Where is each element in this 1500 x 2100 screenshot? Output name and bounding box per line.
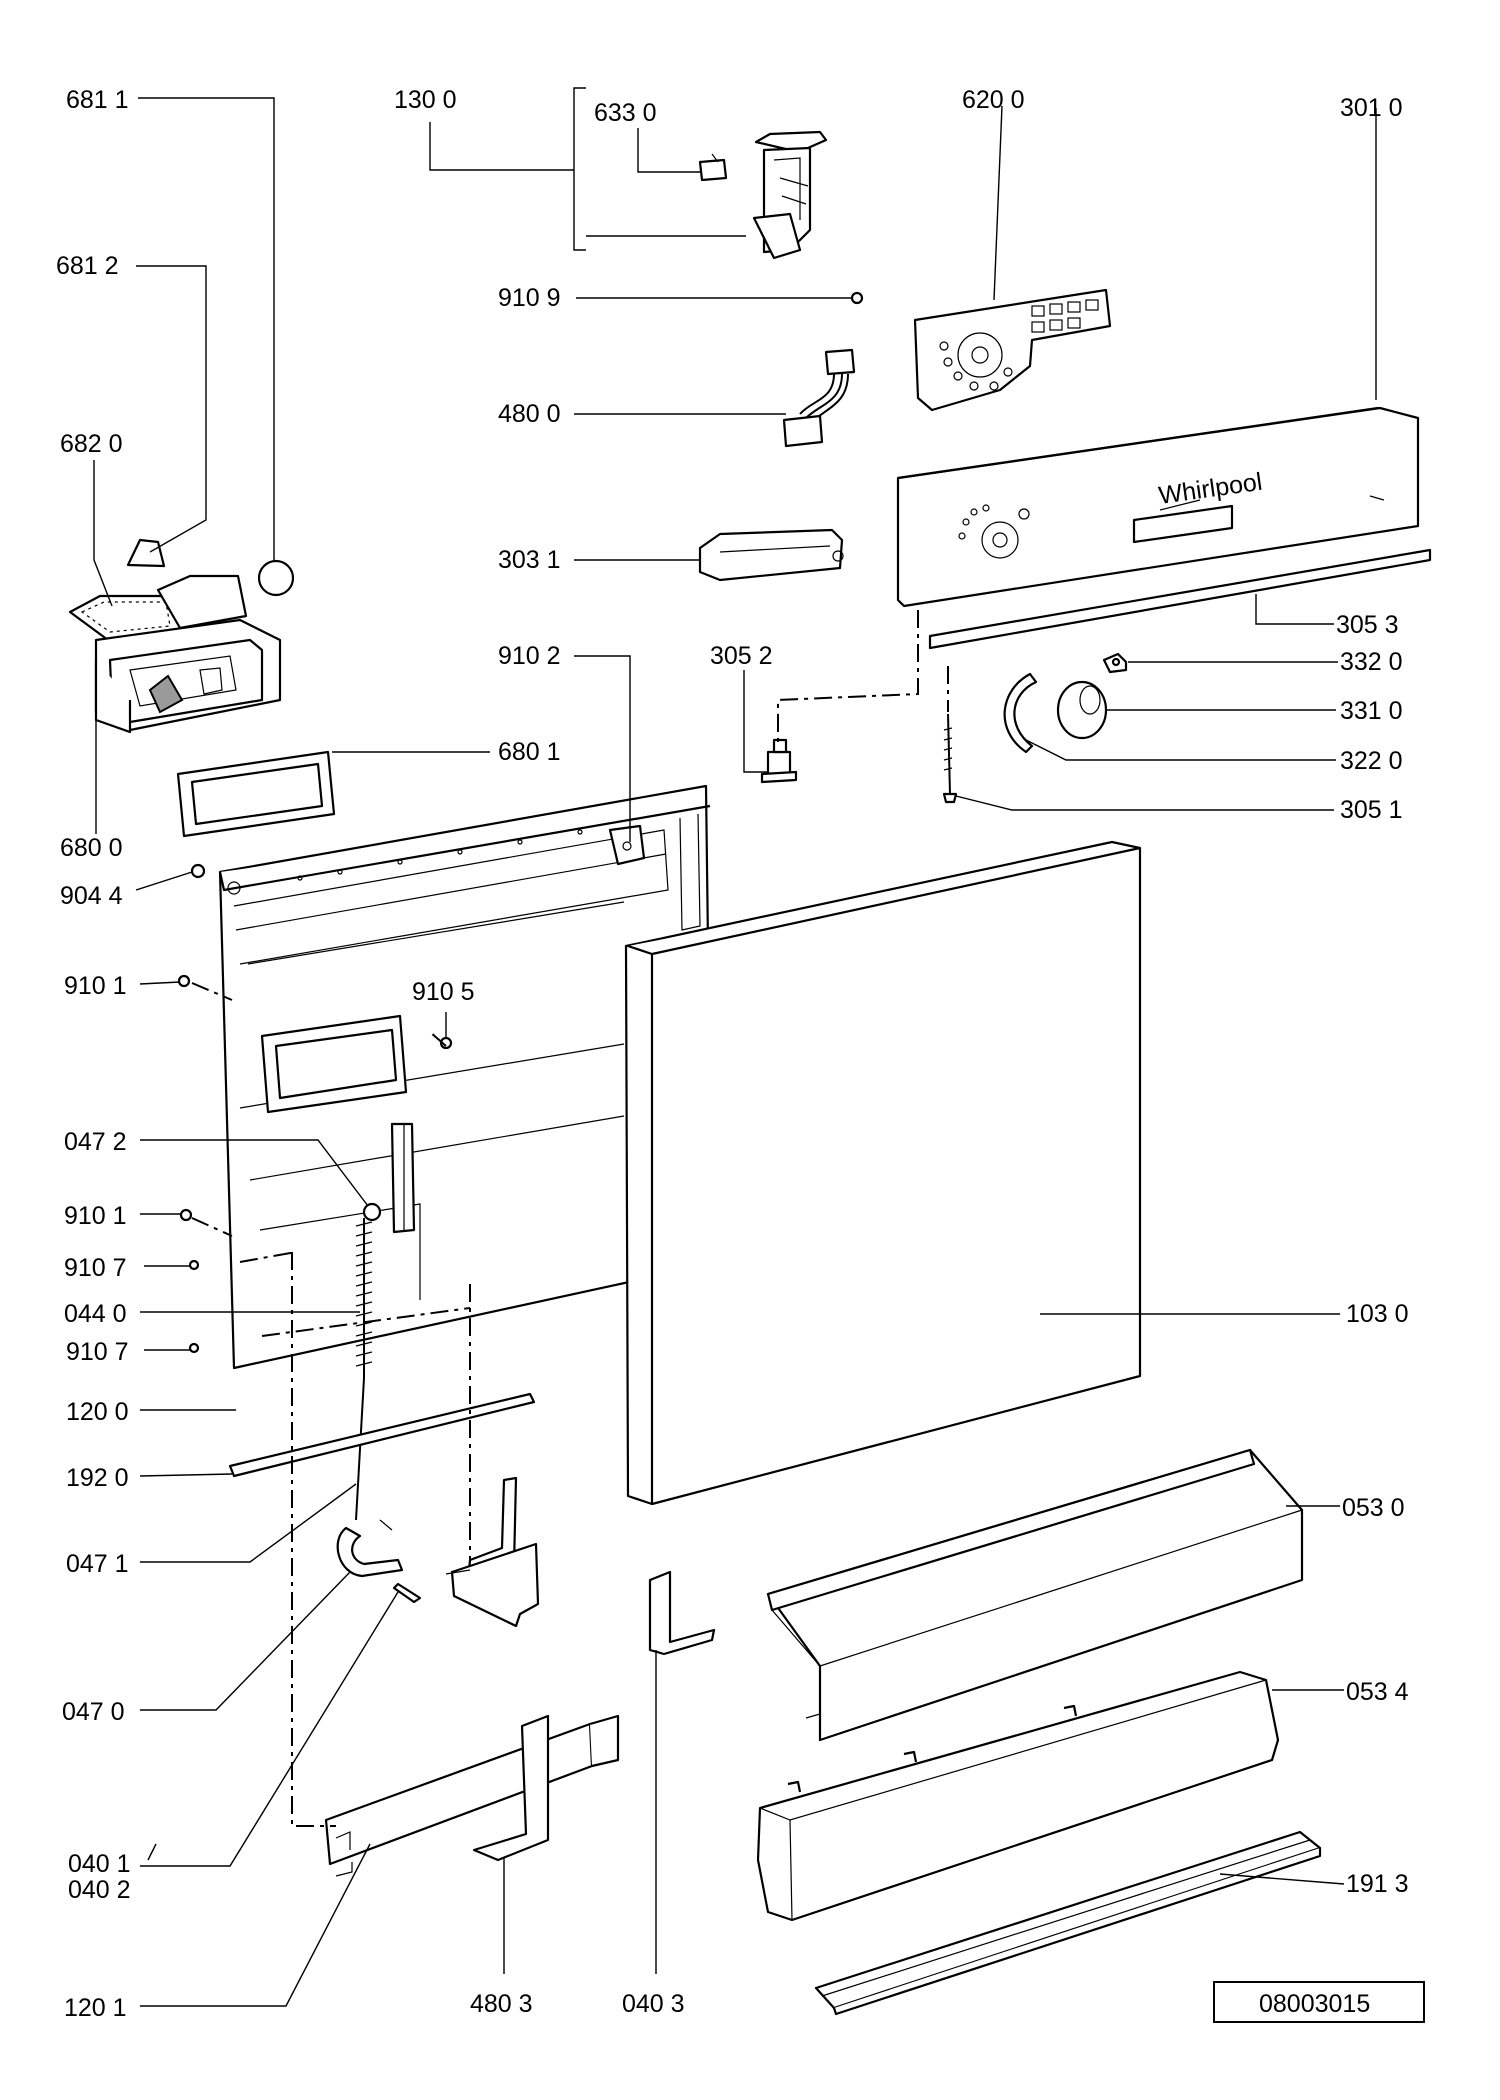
part-322-0-ring bbox=[1003, 672, 1038, 754]
drawing-number: 08003015 bbox=[1259, 1990, 1370, 2018]
callout-120-0: 120 0 bbox=[66, 1398, 129, 1426]
part-040-1-hinge-plate bbox=[445, 1476, 540, 1628]
part-681-1-plug bbox=[257, 559, 295, 597]
assembly-guide-lines bbox=[191, 610, 949, 1827]
leader-lines bbox=[93, 87, 1377, 2007]
callout-305-2: 305 2 bbox=[710, 642, 773, 670]
callout-633-0: 633 0 bbox=[594, 99, 657, 127]
callout-040-1: 040 1 bbox=[68, 1850, 131, 1878]
callout-305-3: 305 3 bbox=[1336, 611, 1399, 639]
callout-681-1: 681 1 bbox=[66, 86, 129, 114]
callout-910-1-lower: 910 1 bbox=[64, 1202, 127, 1230]
drawing-number-box: 08003015 bbox=[1213, 1981, 1425, 2023]
callout-910-2: 910 2 bbox=[498, 642, 561, 670]
part-191-3-bottom-strip bbox=[814, 1830, 1322, 2016]
screw-910-7a bbox=[188, 1259, 200, 1271]
callout-680-1: 680 1 bbox=[498, 738, 561, 766]
callout-620-0: 620 0 bbox=[962, 86, 1025, 114]
part-047-0-hook bbox=[336, 1519, 422, 1604]
part-305-1-screw bbox=[942, 713, 958, 804]
callout-labels: 681 1 130 0 633 0 620 0 301 0 681 2 910 … bbox=[56, 86, 1409, 2022]
part-681-2-cap bbox=[126, 538, 166, 568]
callout-103-0: 103 0 bbox=[1346, 1300, 1409, 1328]
callout-047-2: 047 2 bbox=[64, 1128, 127, 1156]
callout-053-4: 053 4 bbox=[1346, 1678, 1409, 1706]
callout-303-1: 303 1 bbox=[498, 546, 561, 574]
screw-910-1b bbox=[179, 1208, 193, 1222]
callout-130-0: 130 0 bbox=[394, 86, 457, 114]
part-040-3-bracket bbox=[648, 1570, 716, 1656]
callout-480-3: 480 3 bbox=[470, 1990, 533, 2018]
callout-680-0: 680 0 bbox=[60, 834, 123, 862]
callout-910-7-lower: 910 7 bbox=[66, 1338, 129, 1366]
part-910-9-screw bbox=[850, 291, 864, 305]
part-480-0-wire-harness bbox=[782, 348, 856, 448]
callout-044-0: 044 0 bbox=[64, 1300, 127, 1328]
callout-047-1: 047 1 bbox=[66, 1550, 129, 1578]
part-331-0-dial-knob bbox=[1056, 680, 1108, 740]
part-680-1-gasket bbox=[176, 750, 336, 838]
callout-910-1-upper: 910 1 bbox=[64, 972, 127, 1000]
part-680-0-dispenser bbox=[68, 574, 282, 734]
callout-047-0: 047 0 bbox=[62, 1698, 125, 1726]
part-192-0-strip bbox=[228, 1392, 536, 1478]
part-301-0-control-panel: Whirlpool bbox=[896, 406, 1420, 608]
callout-301-0: 301 0 bbox=[1340, 94, 1403, 122]
callout-053-0: 053 0 bbox=[1342, 1494, 1405, 1522]
callout-480-0: 480 0 bbox=[498, 400, 561, 428]
part-120-1-lower-plate bbox=[324, 1714, 620, 1877]
callout-322-0: 322 0 bbox=[1340, 747, 1403, 775]
callout-910-5: 910 5 bbox=[412, 978, 475, 1006]
screw-904-4 bbox=[190, 863, 206, 879]
callout-904-4: 904 4 bbox=[60, 882, 123, 910]
part-480-3-bracket bbox=[472, 1714, 550, 1862]
part-130-0-door-lock bbox=[698, 130, 828, 260]
part-103-0-outer-door bbox=[624, 840, 1142, 1506]
callout-332-0: 332 0 bbox=[1340, 648, 1403, 676]
callout-910-9: 910 9 bbox=[498, 284, 561, 312]
callout-040-3: 040 3 bbox=[622, 1990, 685, 2018]
part-303-1-bar bbox=[698, 528, 844, 582]
part-120-0-inner-door bbox=[218, 784, 714, 1370]
screws bbox=[177, 657, 1121, 1354]
callout-120-1: 120 1 bbox=[64, 1994, 127, 2022]
part-305-2-bracket bbox=[760, 738, 798, 784]
callout-040-2: 040 2 bbox=[68, 1876, 131, 1904]
part-620-0-control-board bbox=[913, 288, 1112, 412]
callout-192-0: 192 0 bbox=[66, 1464, 129, 1492]
part-053-4-kickplate bbox=[756, 1670, 1280, 1922]
callout-682-0: 682 0 bbox=[60, 430, 123, 458]
callout-681-2: 681 2 bbox=[56, 252, 119, 280]
screw-910-1a bbox=[177, 974, 191, 988]
callout-191-3: 191 3 bbox=[1346, 1870, 1409, 1898]
callout-910-7-upper: 910 7 bbox=[64, 1254, 127, 1282]
callout-305-1: 305 1 bbox=[1340, 796, 1403, 824]
part-053-0-toe-panel bbox=[766, 1448, 1304, 1742]
callout-331-0: 331 0 bbox=[1340, 697, 1403, 725]
screw-910-7b bbox=[188, 1342, 200, 1354]
washer-332 bbox=[1111, 657, 1121, 667]
part-044-0-spring bbox=[355, 1202, 382, 1521]
part-305-3-rail bbox=[928, 548, 1432, 650]
